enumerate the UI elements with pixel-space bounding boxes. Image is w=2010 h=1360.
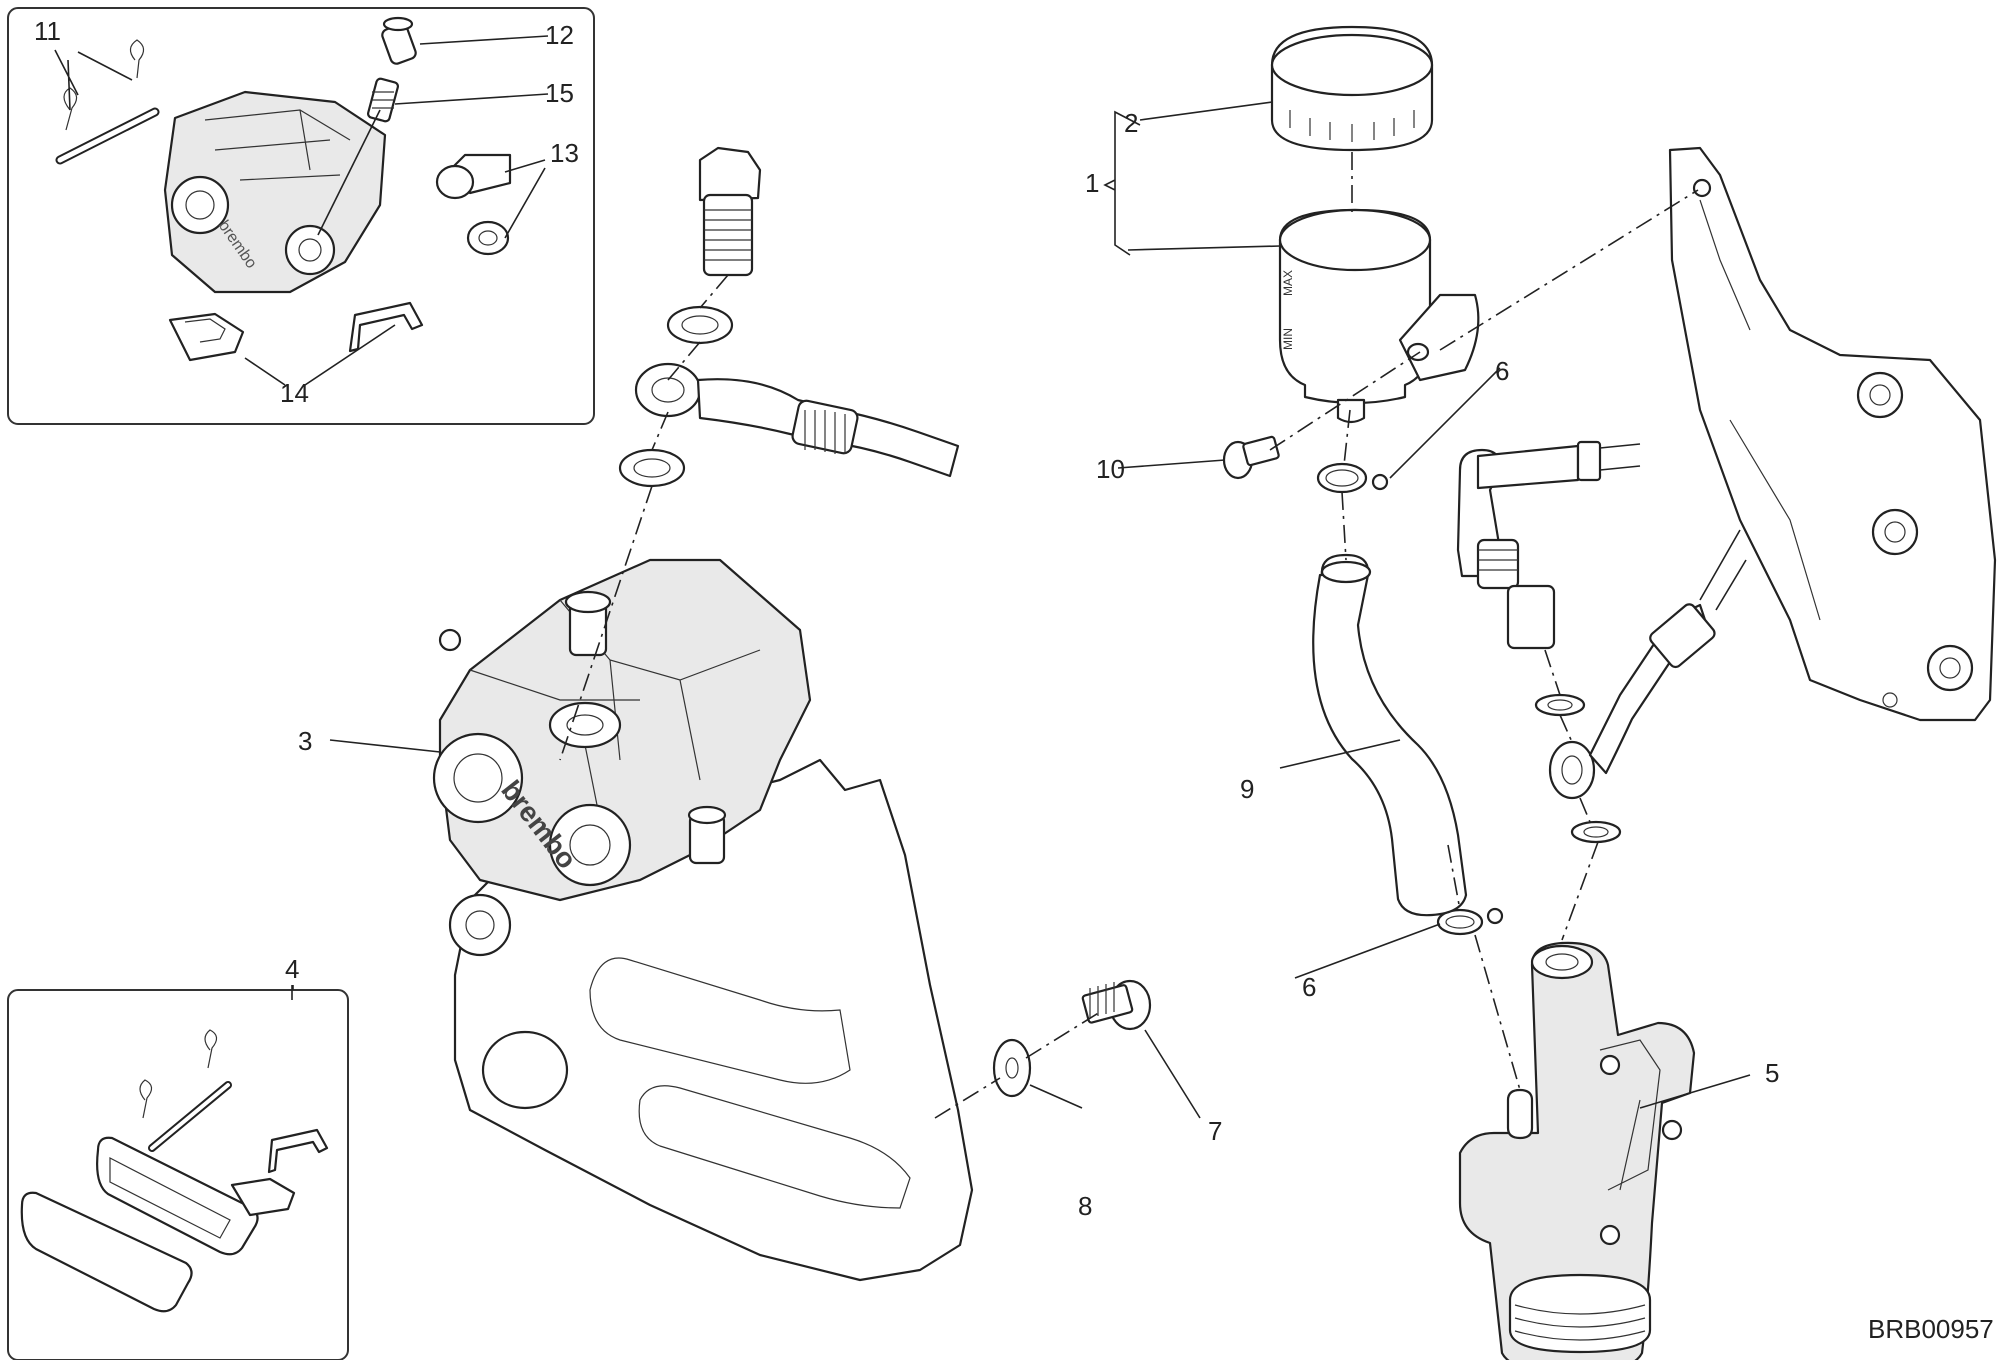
reservoir-min-label: MIN <box>1281 328 1295 350</box>
callout-1: 1 <box>1085 168 1099 198</box>
small-caliper-icon: brembo <box>163 90 387 294</box>
reservoir-max-label: MAX <box>1281 270 1295 296</box>
callout-13: 13 <box>550 138 579 168</box>
reservoir-screw <box>1222 435 1280 480</box>
rear-master-cylinder <box>1458 941 1696 1360</box>
hose-clamp-upper <box>1316 462 1389 494</box>
sealing-washer-lower <box>618 448 686 488</box>
callout-12: 12 <box>545 20 574 50</box>
inset-caliper-kit: brembo <box>7 7 595 425</box>
copper-washers-right <box>1534 693 1622 844</box>
inset-pad-kit <box>7 985 349 1360</box>
drawing-code: BRB00957 <box>1868 1314 1994 1344</box>
callout-5: 5 <box>1765 1058 1779 1088</box>
bleed-valve-icon <box>381 16 417 65</box>
banjo-bolt <box>698 146 762 277</box>
flex-hose-fitting <box>1548 529 1747 800</box>
callout-3: 3 <box>298 726 312 756</box>
callout-14: 14 <box>280 378 309 408</box>
cap-icon <box>435 153 512 256</box>
washer <box>992 1038 1032 1098</box>
brake-pad-icon <box>20 1136 259 1313</box>
master-cylinder-bracket <box>1668 146 1997 722</box>
callout-labels: 11 12 15 13 14 3 4 2 1 10 6 9 6 5 7 8 <box>34 16 1779 1221</box>
callout-8: 8 <box>1078 1191 1092 1221</box>
caliper-inlet <box>548 701 622 749</box>
sealing-washer-upper <box>666 305 734 345</box>
outlet-fitting <box>1456 440 1641 650</box>
callout-11: 11 <box>34 16 61 46</box>
leader-lines <box>291 101 1751 1119</box>
caliper-piston-housing-2 <box>548 803 632 887</box>
caliper-piston-housing <box>432 732 524 824</box>
assembly-lines <box>559 152 1699 1119</box>
callout-9: 9 <box>1240 774 1254 804</box>
pad-pin-icon <box>55 39 160 165</box>
bleed-screw-icon <box>366 77 400 123</box>
callout-10: 10 <box>1096 454 1125 484</box>
reservoir-hose <box>1312 553 1468 917</box>
callout-4: 4 <box>285 954 299 984</box>
callout-6-lower: 6 <box>1302 972 1316 1002</box>
callout-6-upper: 6 <box>1495 356 1509 386</box>
rear-brake-caliper: brembo <box>432 558 974 1282</box>
banjo-hose-fitting <box>634 362 960 478</box>
mounting-screw <box>1081 979 1152 1031</box>
spring-clip-icon <box>168 301 424 362</box>
callout-2: 2 <box>1124 108 1138 138</box>
fluid-reservoir: MAX MIN <box>1270 25 1480 424</box>
spring-clip-small-icon <box>230 1128 329 1217</box>
callout-15: 15 <box>545 78 574 108</box>
callout-7: 7 <box>1208 1116 1222 1146</box>
bracket-hole <box>481 1030 569 1110</box>
hose-clamp-lower <box>1436 907 1504 936</box>
pad-pin-small-icon <box>139 1029 232 1152</box>
